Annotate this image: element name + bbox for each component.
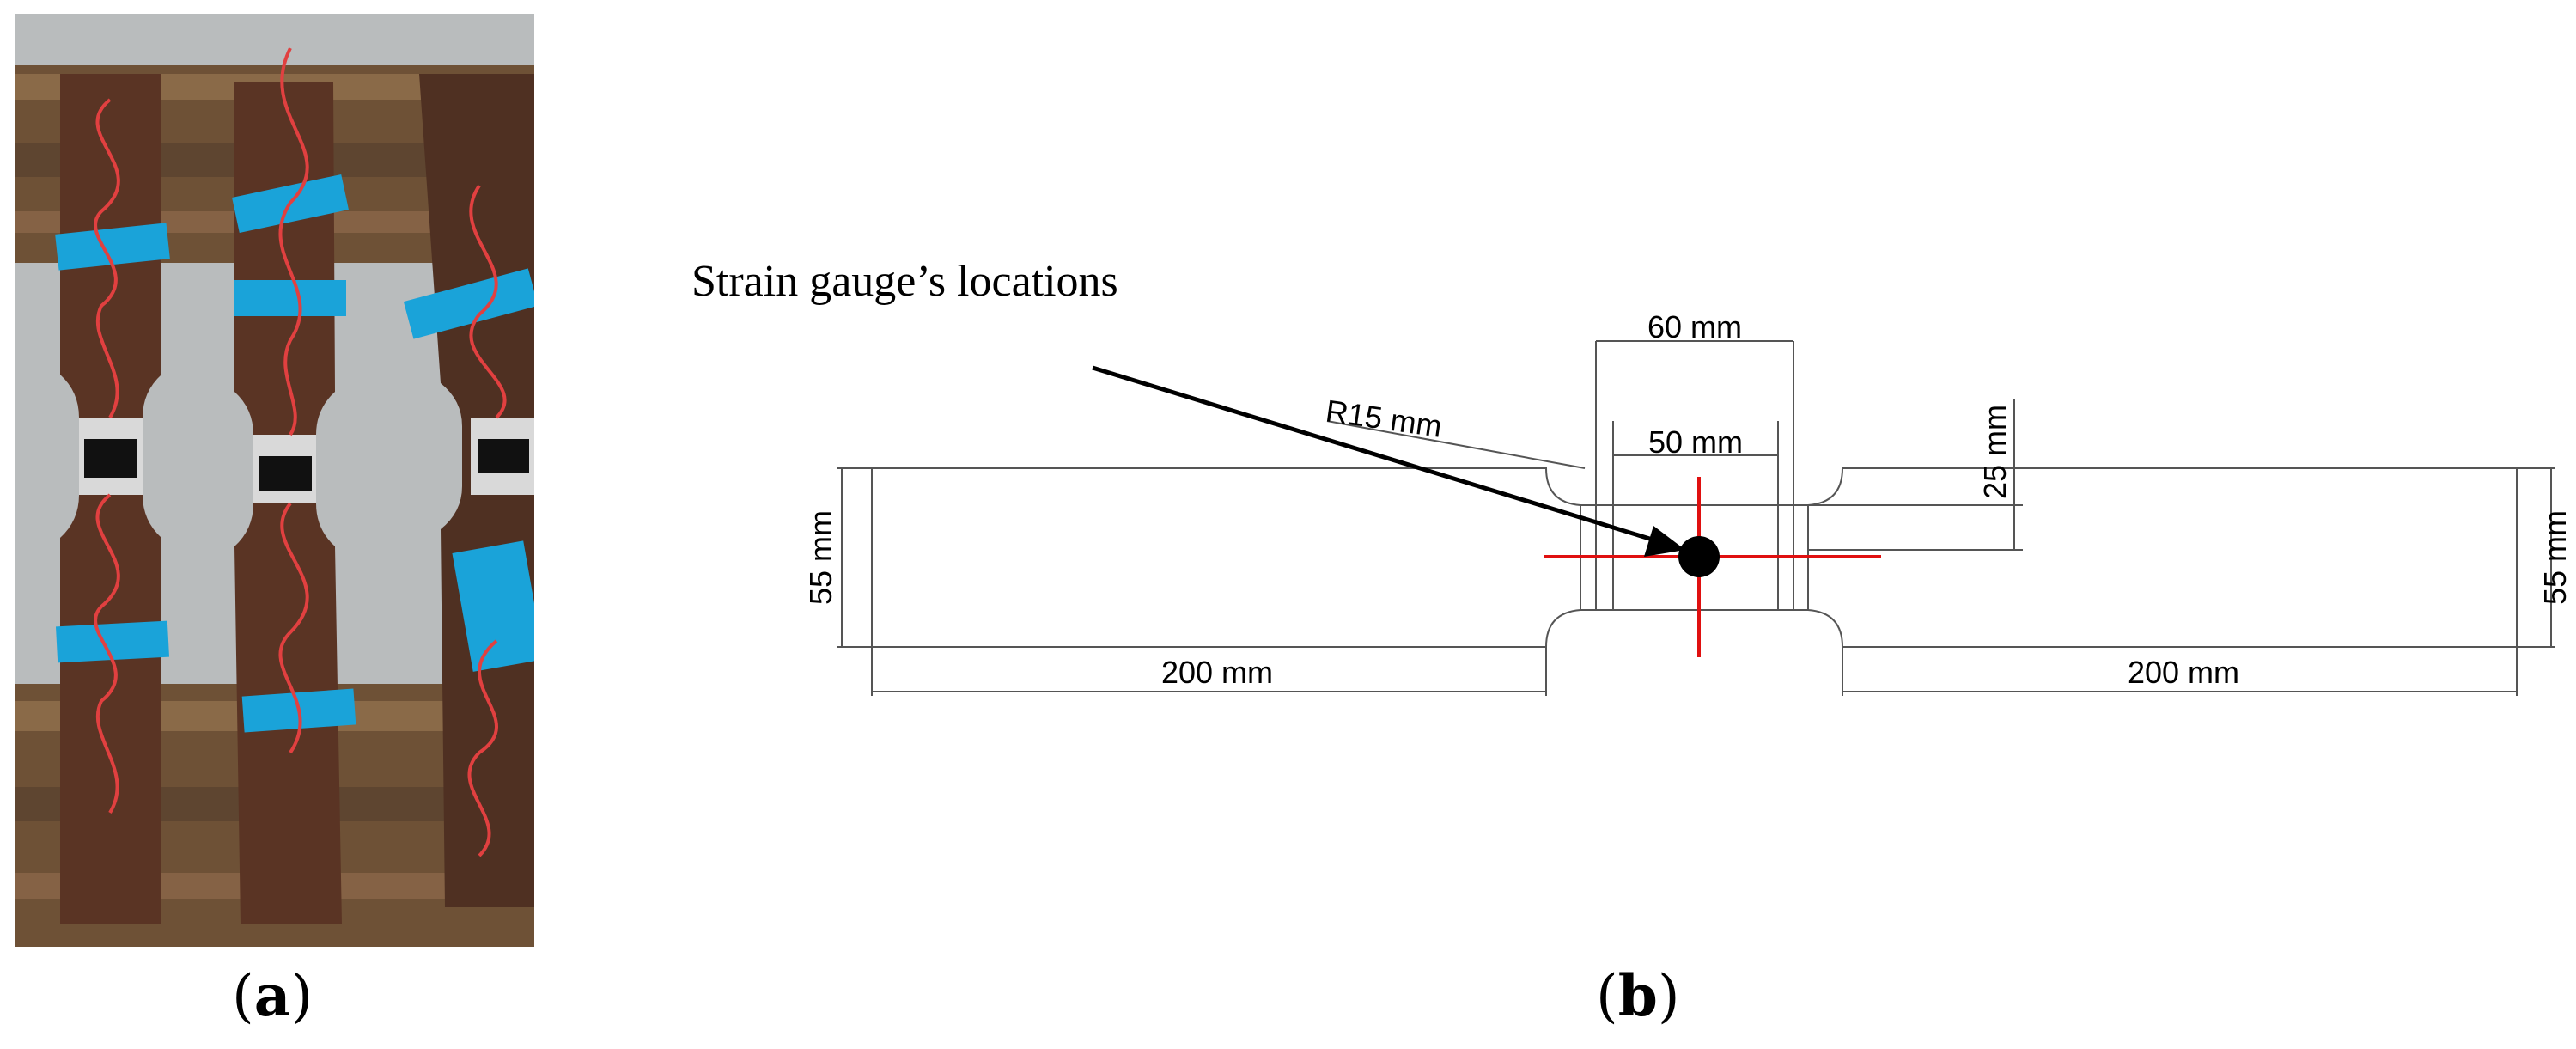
callout-arrow — [1092, 365, 1685, 557]
dim-r15mm: R15 mm — [1324, 393, 1444, 444]
strain-gauge-marker — [1544, 477, 1881, 657]
specimen-outline — [871, 467, 1581, 648]
dim-50mm: 50 mm — [1648, 424, 1743, 460]
caption-b-open: ( — [1596, 963, 1618, 1029]
dim-200mm-left: 200 mm — [1161, 655, 1273, 690]
dim-25mm: 25 mm — [1977, 405, 2013, 499]
caption-a-letter: a — [253, 962, 291, 1029]
caption-b-letter: b — [1617, 962, 1658, 1029]
specimen-3 — [403, 74, 534, 907]
caption-a-open: ( — [232, 963, 254, 1029]
dim-60mm: 60 mm — [1647, 309, 1742, 345]
callout-label: Strain gauge’s locations — [691, 257, 1118, 306]
caption-b-close: ) — [1657, 963, 1680, 1029]
specimen-2 — [232, 47, 356, 924]
specimen-outline-right — [1807, 467, 2518, 648]
dim-55mm-left: 55 mm — [803, 510, 838, 605]
dim-55mm-right: 55 mm — [2537, 510, 2573, 605]
dim-200mm-right: 200 mm — [2128, 655, 2239, 690]
caption-a-close: ) — [290, 963, 314, 1029]
caption-b: (b) — [1596, 962, 1680, 1029]
caption-a: (a) — [232, 962, 313, 1029]
specimen-1 — [55, 74, 170, 924]
specimen-photo — [15, 14, 534, 947]
